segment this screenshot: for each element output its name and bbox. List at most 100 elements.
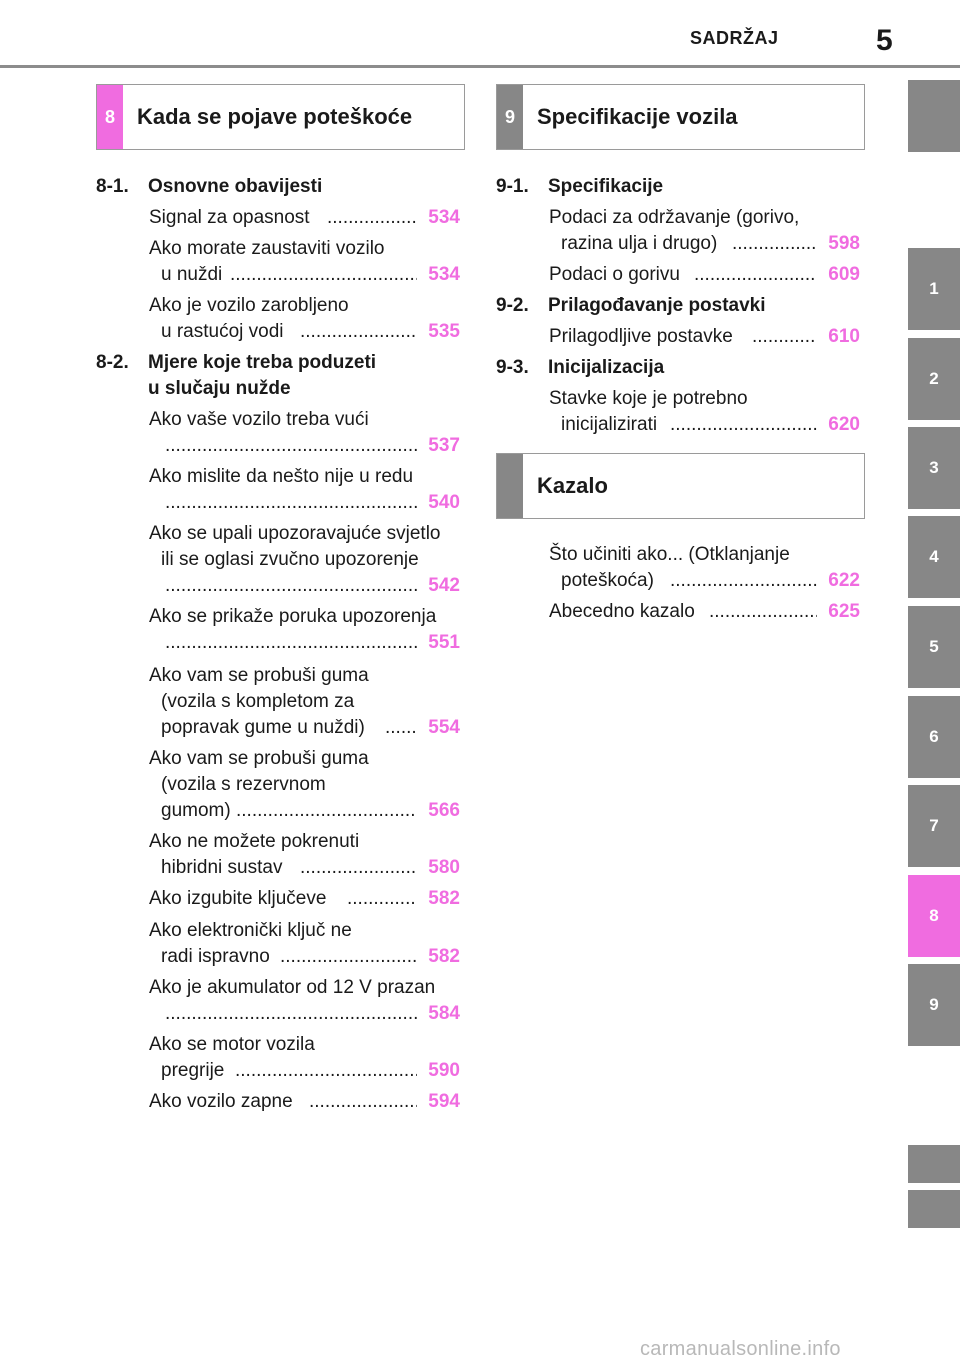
chapter-tab-label: 4 [929,547,939,566]
leader-dots: ........................ [347,888,417,909]
leader-dots: .................................... [709,601,817,622]
chapter-tab-label: 7 [929,816,939,835]
entry-text: ili se oglasi zvučno upozorenje [161,549,419,570]
leader-dots: ........................................… [235,1060,417,1081]
entry-text: Ako se prikaže poruka upozorenja [149,606,437,627]
chapter-tab-index-2[interactable] [908,1190,960,1228]
chapter-tab-9[interactable]: 9 [908,964,960,1046]
subsection-title: Mjere koje treba poduzeti [148,352,377,373]
leader-dots: ........................................… [670,414,817,435]
subsection-code: 9-1. [496,176,529,197]
entry-text: hibridni sustav [161,857,283,878]
page-ref: 582 [428,888,460,909]
entry-text: Ako ne možete pokrenuti [149,831,360,852]
page-header-title: SADRŽAJ [690,28,779,48]
entry-text: Ako se motor vozila [149,1034,315,1055]
subsection-title: u slučaju nužde [148,378,291,399]
section-header-8[interactable]: 8 Kada se pojave poteškoće [96,84,465,150]
entry-text: u nuždi [161,264,223,285]
page-ref: 598 [828,233,860,254]
entry-text: gumom) [161,800,231,821]
chapter-tab-2[interactable]: 2 [908,338,960,420]
page-ref: 554 [428,717,460,738]
page-ref: 610 [828,326,860,347]
chapter-tab-label: 1 [929,279,939,298]
entry-text: radi ispravno [161,946,270,967]
chapter-tab-blank-top[interactable] [908,80,960,152]
entry-text: Ako morate zaustaviti vozilo [149,238,385,259]
leader-dots: ........................................… [280,946,417,967]
subsection-title: Osnovne obavijesti [148,176,323,197]
entry-text: Ako izgubite ključeve [149,888,327,909]
entry-text: Ako se upali upozoravajuće svjetlo [149,523,441,544]
entry-text: Ako je akumulator od 12 V prazan [149,977,436,998]
entry-text: popravak gume u nuždi) [161,717,365,738]
page-ref: 582 [428,946,460,967]
chapter-tab-label: 3 [929,458,939,477]
subsection-code: 9-2. [496,295,529,316]
entry-text: Podaci o gorivu [549,264,680,285]
page-ref: 534 [428,264,460,285]
leader-dots: ........................................… [165,575,417,596]
section-number: 8 [97,85,123,149]
leader-dots: ........................................… [165,1003,417,1024]
chapter-tab-8[interactable]: 8 [908,875,960,957]
page-ref: 580 [428,857,460,878]
chapter-tab-1[interactable]: 1 [908,248,960,330]
chapter-tab-3[interactable]: 3 [908,427,960,509]
chapter-tab-label: 8 [929,906,939,925]
leader-dots: ........................................… [694,264,817,285]
entry-text: (vozila s kompletom za [161,691,355,712]
leader-dots: ........................................ [300,857,417,878]
leader-dots: ...................... [752,326,817,347]
chapter-tab-index-1[interactable] [908,1145,960,1183]
section-header-index[interactable]: Kazalo [496,453,865,519]
page-ref: 584 [428,1003,460,1024]
page-ref: 622 [828,570,860,591]
subsection-title: Specifikacije [548,176,664,197]
page-ref: 594 [428,1091,460,1112]
entry-text: (vozila s rezervnom [161,774,326,795]
entry-text: Ako je vozilo zarobljeno [149,295,349,316]
chapter-tab-5[interactable]: 5 [908,606,960,688]
page-ref: 537 [428,435,460,456]
entry-text: Abecedno kazalo [549,601,695,622]
leader-dots: ............................ [732,233,817,254]
section-header-9[interactable]: 9 Specifikacije vozila [496,84,865,150]
section-title: Kazalo [537,473,608,498]
entry-text: Ako mislite da nešto nije u redu [149,466,414,487]
leader-dots: ........................................… [670,570,817,591]
leader-dots: ........................................ [300,321,417,342]
entry-text: Ako vam se probuši guma [149,665,369,686]
chapter-tab-label: 6 [929,727,939,746]
section-number [497,454,523,518]
entry-text: razina ulja i drugo) [561,233,718,254]
chapter-tab-4[interactable]: 4 [908,516,960,598]
chapter-tab-label: 9 [929,995,939,1014]
section-number: 9 [497,85,523,149]
entry-text: Ako vaše vozilo treba vući [149,409,369,430]
entry-text: Signal za opasnost [149,207,310,228]
leader-dots: ........................................… [165,435,417,456]
page-ref: 540 [428,492,460,513]
page-ref: 542 [428,575,460,596]
entry-text: pregrije [161,1060,225,1081]
entry-text: Ako elektronički ključ ne [149,920,352,941]
watermark: carmanualsonline.info [640,1338,841,1360]
chapter-tab-label: 5 [929,637,939,656]
leader-dots: ........................................… [236,800,417,821]
section-title: Specifikacije vozila [537,104,738,129]
chapter-tab-6[interactable]: 6 [908,696,960,778]
page-ref: 566 [428,800,460,821]
entry-text: Podaci za održavanje (gorivo, [549,207,800,228]
entry-text: Što učiniti ako... (Otklanjanje [549,544,790,565]
entry-text: Prilagodljive postavke [549,326,733,347]
page-ref: 590 [428,1060,460,1081]
page-number: 5 [876,24,893,57]
chapter-tab-7[interactable]: 7 [908,785,960,867]
leader-dots: ........... [385,717,417,738]
subsection-title: Inicijalizacija [548,357,665,378]
entry-text: poteškoća) [561,570,654,591]
header-rule [0,65,960,68]
entry-text: Ako vam se probuši guma [149,748,369,769]
